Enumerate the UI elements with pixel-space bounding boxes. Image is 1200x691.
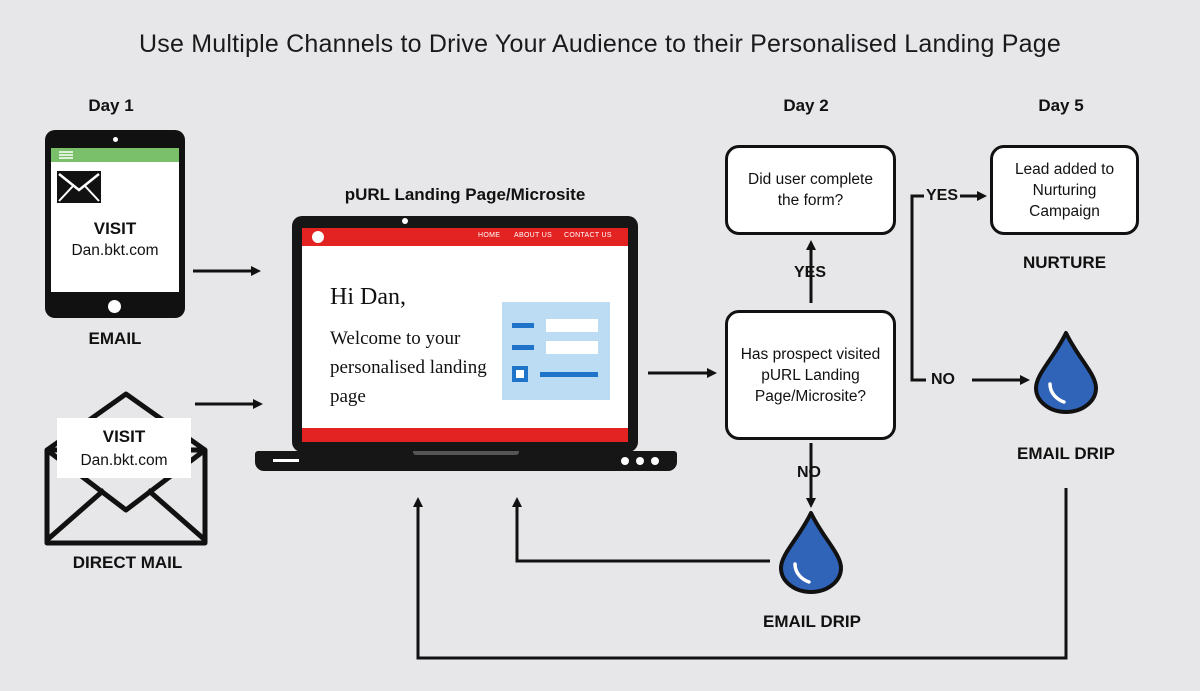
water-drop-icon [1034, 331, 1098, 414]
no-label-visited: NO [797, 464, 821, 481]
tablet-screen: VISIT Dan.bkt.com [51, 148, 179, 292]
email-drip-bottom-label: EMAIL DRIP [763, 612, 861, 631]
visited-question-box: Has prospect visited pURL Landing Page/M… [725, 310, 896, 440]
day-5-label: Day 5 [1038, 96, 1084, 115]
landing-footer-bar [302, 428, 628, 442]
landing-nav-bar: HOME ABOUT US CONTACT US [302, 228, 628, 246]
direct-mail-label: DIRECT MAIL [72, 553, 183, 572]
visited-question-text: Has prospect visited pURL Landing Page/M… [740, 345, 881, 405]
email-url-text: Dan.bkt.com [71, 242, 159, 259]
form-question-text: Did user complete the form? [748, 171, 873, 209]
email-visit-text: VISIT [93, 219, 137, 238]
tablet-icon: VISIT Dan.bkt.com [45, 130, 185, 318]
no-label-form: NO [931, 371, 955, 388]
email-drip-right-label: EMAIL DRIP [1017, 444, 1115, 463]
landing-page-screen: HOME ABOUT US CONTACT US Hi Dan, Welcome… [302, 228, 628, 442]
arrow-right-drip-back-to-landing [413, 488, 1068, 660]
tablet-home-button [108, 300, 121, 313]
page-title: Use Multiple Channels to Drive Your Audi… [139, 30, 1061, 58]
landing-logo [312, 231, 324, 243]
landing-greeting: Hi Dan, [330, 284, 406, 310]
connector-branch [910, 194, 926, 382]
yes-label-form: YES [926, 187, 959, 204]
mail-card: VISIT Dan.bkt.com [57, 418, 191, 478]
landing-message: Welcome to your personalised landing pag… [330, 328, 487, 407]
nurture-label: NURTURE [1022, 253, 1107, 272]
laptop-camera [402, 218, 408, 224]
mail-url-text: Dan.bkt.com [80, 452, 168, 469]
nav-link-home[interactable]: HOME [478, 232, 501, 239]
lead-nurture-box: Lead added to Nurturing Campaign [990, 145, 1139, 235]
form-illustration [502, 302, 610, 400]
tablet-camera [113, 137, 118, 142]
laptop-base [255, 451, 677, 471]
mail-visit-text: VISIT [102, 427, 146, 446]
day-2-label: Day 2 [783, 96, 829, 115]
envelope-icon [57, 171, 101, 203]
nav-link-contact[interactable]: CONTACT US [564, 232, 612, 239]
lead-nurture-text: Lead added to Nurturing Campaign [1014, 160, 1115, 220]
day-1-label: Day 1 [88, 96, 134, 115]
form-question-box: Did user complete the form? [725, 145, 896, 235]
email-channel-label: EMAIL [88, 329, 142, 348]
tablet-header-bar [51, 148, 179, 162]
yes-label-visited: YES [794, 264, 827, 281]
landing-page-heading: pURL Landing Page/Microsite [344, 185, 586, 204]
arrow-drip-back-to-landing [512, 497, 770, 563]
nav-link-about[interactable]: ABOUT US [514, 232, 553, 239]
water-drop-icon [779, 511, 843, 594]
